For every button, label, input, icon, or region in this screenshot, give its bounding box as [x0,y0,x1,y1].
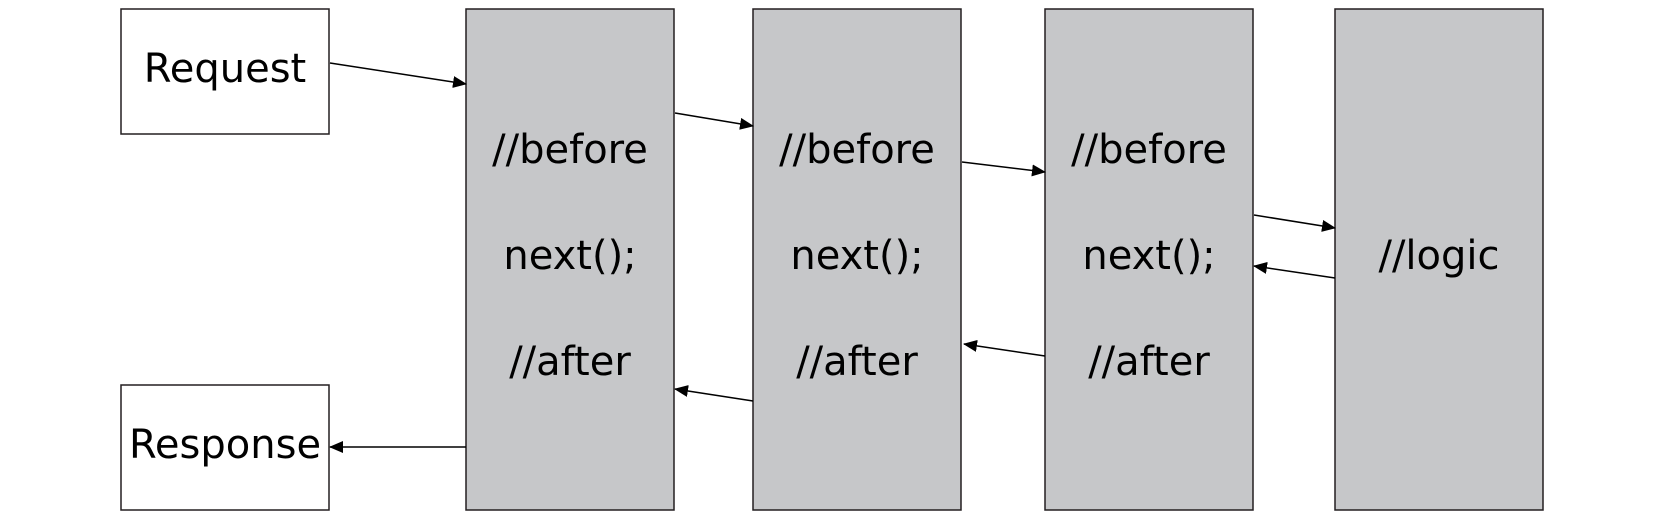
request-label: Request [144,46,306,92]
middleware-1-next: next(); [503,233,636,279]
middleware-1-before: //before [492,127,648,173]
middleware-3-before: //before [1071,127,1227,173]
request-box: Request [120,8,330,135]
middleware-2-before: //before [779,127,935,173]
middleware-2-frame [752,8,962,511]
arrow-middleware-2-to-middleware-3 [961,161,1046,177]
middleware-3-frame [1044,8,1254,511]
handler-logic-label: //logic [1378,233,1499,279]
arrow-request-to-middleware-1 [329,62,467,88]
arrow-handler-to-middleware-3 [1253,261,1336,279]
middleware-box-3: //before next(); //after [1044,8,1254,511]
response-label: Response [129,422,321,468]
arrow-middleware-3-to-middleware-2 [963,339,1046,357]
middleware-1-frame [465,8,675,511]
middleware-box-1: //before next(); //after [465,8,675,511]
response-box: Response [120,384,330,511]
handler-box: //logic [1334,8,1544,511]
middleware-2-after: //after [796,339,918,385]
arrow-middleware-2-to-middleware-1 [674,385,754,402]
middleware-3-after: //after [1088,339,1210,385]
middleware-2-next: next(); [790,233,923,279]
middleware-1-after: //after [509,339,631,385]
arrow-middleware-1-to-middleware-2 [674,112,754,130]
response-box-frame [120,384,330,511]
middleware-box-2: //before next(); //after [752,8,962,511]
middleware-3-next: next(); [1082,233,1215,279]
arrow-middleware-3-to-handler [1253,214,1336,232]
request-box-frame [120,8,330,135]
handler-frame [1334,8,1544,511]
